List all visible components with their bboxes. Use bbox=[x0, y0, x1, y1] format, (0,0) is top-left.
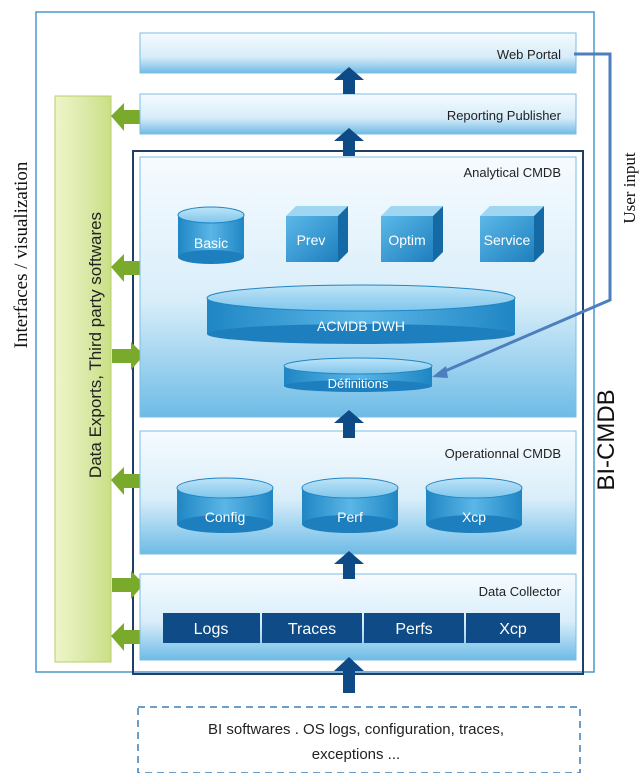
collector-cell-logs bbox=[163, 613, 260, 643]
perf-label: Perf bbox=[337, 509, 363, 525]
collector-cell-perfs bbox=[364, 613, 464, 643]
collector-xcp-label: Xcp bbox=[499, 621, 527, 638]
user-input-connector bbox=[437, 52, 612, 376]
import-arrow-right-2 bbox=[112, 571, 144, 599]
data-collector-title: Data Collector bbox=[479, 584, 562, 599]
up-arrow-to-operational bbox=[334, 551, 364, 579]
service-label: Service bbox=[484, 232, 531, 248]
bi-cmdb-label: BI-CMDB bbox=[593, 389, 620, 490]
data-exports-bar bbox=[54, 95, 112, 663]
collector-cells: Logs Traces Perfs Xcp bbox=[163, 613, 560, 643]
import-arrow-right-1 bbox=[112, 342, 144, 370]
collector-traces-label: Traces bbox=[288, 621, 336, 638]
sources-line-1: BI softwares . OS logs, configuration, t… bbox=[208, 721, 504, 738]
acmdb-dwh-label: ACMDB DWH bbox=[317, 318, 405, 334]
export-arrow-left-1 bbox=[111, 103, 143, 131]
web-portal-label: Web Portal bbox=[497, 47, 561, 62]
up-arrow-to-reporting bbox=[334, 128, 364, 156]
prev-cube: Prev bbox=[286, 206, 348, 262]
export-arrow-left-2 bbox=[111, 254, 143, 282]
reporting-publisher-label: Reporting Publisher bbox=[447, 108, 562, 123]
web-portal-bar bbox=[139, 32, 577, 74]
sources-box bbox=[137, 706, 581, 773]
service-cube: Service bbox=[480, 206, 544, 262]
xcp-cylinder: Xcp bbox=[425, 477, 523, 533]
basic-cylinder: Basic bbox=[177, 206, 245, 264]
user-input-arrowhead bbox=[432, 366, 448, 378]
config-cylinder: Config bbox=[176, 477, 274, 533]
prev-label: Prev bbox=[297, 232, 326, 248]
optim-label: Optim bbox=[388, 232, 425, 248]
sources-line-2: exceptions ... bbox=[312, 746, 400, 763]
perf-cylinder: Perf bbox=[301, 477, 399, 533]
collector-cell-traces bbox=[262, 613, 362, 643]
up-arrow-from-sources bbox=[334, 657, 364, 693]
analytical-cmdb-title: Analytical CMDB bbox=[463, 165, 561, 180]
collector-logs-label: Logs bbox=[194, 621, 229, 638]
basic-label: Basic bbox=[194, 235, 228, 251]
export-arrow-left-4 bbox=[111, 623, 143, 651]
up-arrow-to-web-portal bbox=[334, 67, 364, 94]
interfaces-frame bbox=[35, 11, 595, 673]
user-input-label: User input bbox=[620, 152, 639, 224]
definitions-label: Définitions bbox=[328, 376, 389, 391]
reporting-publisher-bar bbox=[139, 93, 577, 135]
export-arrow-left-3 bbox=[111, 467, 143, 495]
optim-cube: Optim bbox=[381, 206, 443, 262]
collector-perfs-label: Perfs bbox=[395, 621, 432, 638]
interfaces-label: Interfaces / visualization bbox=[11, 161, 32, 348]
xcp-label: Xcp bbox=[462, 509, 486, 525]
definitions-cylinder: Définitions bbox=[283, 357, 433, 392]
operational-cmdb-title: Operationnal CMDB bbox=[445, 446, 561, 461]
up-arrow-to-analytical bbox=[334, 410, 364, 438]
config-label: Config bbox=[205, 509, 245, 525]
data-exports-label: Data Exports, Third party softwares bbox=[86, 212, 105, 478]
acmdb-dwh-cylinder: ACMDB DWH bbox=[206, 284, 516, 344]
collector-cell-xcp bbox=[466, 613, 560, 643]
bi-cmdb-frame bbox=[132, 150, 584, 675]
